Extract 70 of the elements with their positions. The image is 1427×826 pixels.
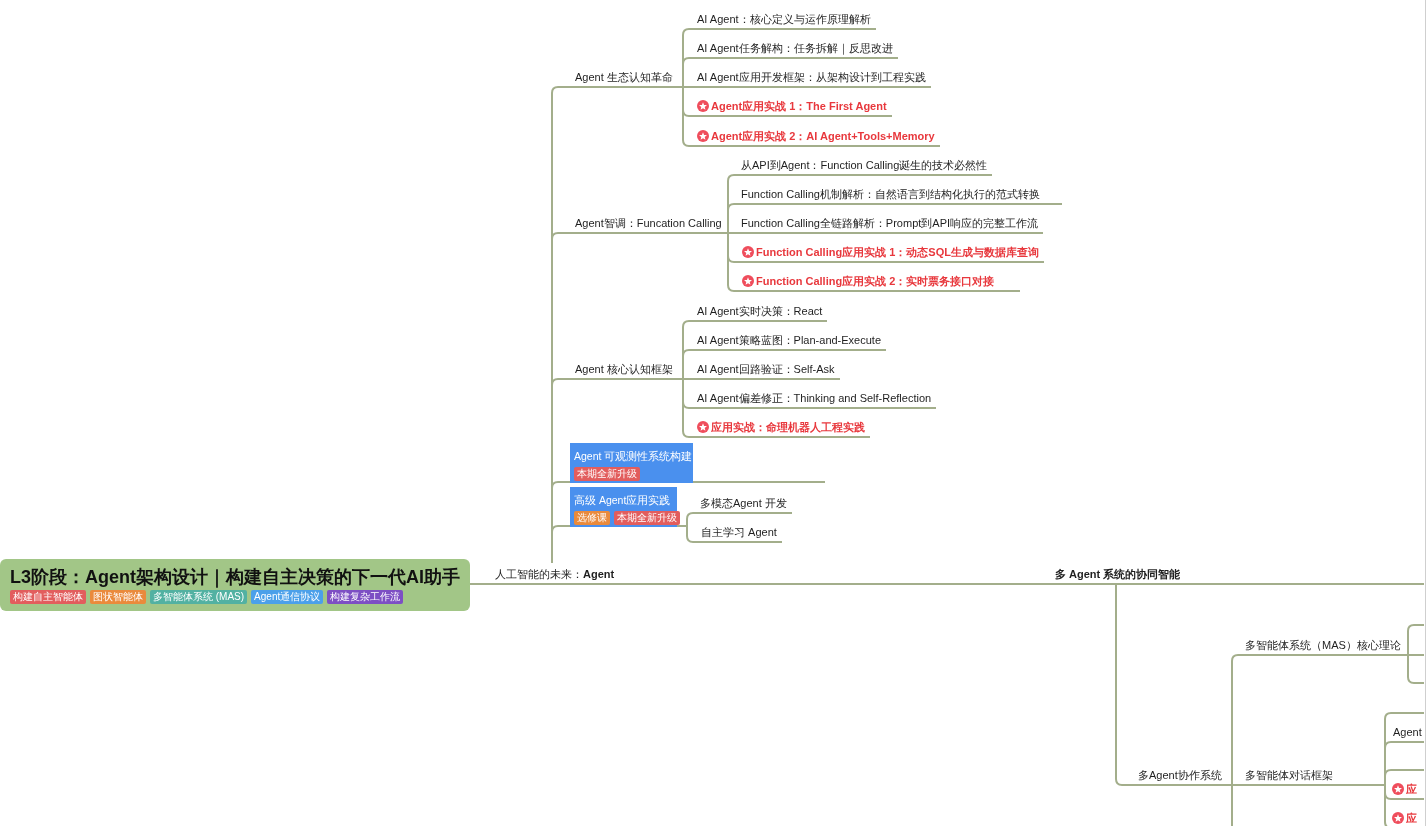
topic-text: 人工智能的未来：Agent	[495, 567, 615, 581]
topic-text: 多模态Agent 开发	[700, 496, 787, 510]
topic-text: AI Agent应用开发框架：从架构设计到工程实践	[697, 70, 926, 84]
topic-text: Agent智调：Funcation Calling	[575, 216, 722, 230]
topic-text: 多Agent协作系统	[1138, 768, 1222, 782]
root-topic-box	[0, 559, 470, 611]
topic-text: Function Calling应用实战 1：动态SQL生成与数据库查询	[756, 245, 1039, 259]
topic-text: AI Agent任务解构：任务拆解｜反思改进	[697, 41, 893, 55]
topic-underline	[690, 127, 940, 147]
connector-line	[1384, 784, 1392, 800]
connector-line	[1231, 654, 1239, 786]
topic-text: 应	[1406, 811, 1417, 825]
topic-text: Function Calling全链路解析：Prompt到API响应的完整工作流	[741, 216, 1039, 230]
topic-text: 从API到Agent：Function Calling诞生的技术必然性	[741, 158, 988, 172]
category-tag: Agent通信协议	[251, 590, 324, 604]
topic-text: Agent应用实战 1：The First Agent	[711, 99, 887, 113]
topic-text: 应用实战：命理机器人工程实践	[711, 420, 865, 434]
connector-line	[1115, 583, 1123, 786]
topic-box	[570, 443, 693, 483]
topic-text: AI Agent偏差修正：Thinking and Self-Reflection	[697, 391, 932, 405]
topic-text: Agent	[1393, 725, 1422, 739]
topic-text: Agent 核心认知框架	[575, 362, 673, 376]
topic-underline	[700, 481, 825, 483]
topic-underline	[690, 97, 892, 117]
connector-line	[1231, 784, 1233, 826]
connector-line	[726, 232, 735, 263]
category-tag: 选修课	[574, 511, 610, 525]
topic-text: AI Agent回路验证：Self-Ask	[697, 362, 835, 376]
connector-line	[681, 320, 691, 380]
topic-text: 多智能体对话框架	[1245, 768, 1333, 782]
category-tag: 图状智能体	[90, 590, 146, 604]
topic-underline	[734, 243, 1044, 263]
connector-line	[681, 378, 691, 409]
connector-line	[1231, 784, 1239, 786]
topic-text: AI Agent：核心定义与运作原理解析	[697, 12, 871, 26]
connector-line	[681, 86, 691, 117]
topic-text: AI Agent策略蓝图：Plan-and-Execute	[697, 333, 882, 347]
connector-line	[726, 232, 735, 234]
connector-line	[692, 481, 701, 483]
topic-text: AI Agent实时决策：React	[697, 304, 823, 318]
connector-line	[1384, 712, 1392, 786]
connector-line	[1407, 654, 1415, 684]
topic-text: 多 Agent 系统的协同智能	[1055, 567, 1181, 581]
connector-line	[469, 583, 489, 585]
topic-text: Agent 生态认知革命	[575, 70, 673, 84]
connector-line	[681, 378, 691, 380]
topic-box	[570, 487, 677, 527]
topic-underline	[1391, 769, 1424, 771]
topic-text: 高级 Agent应用实践	[574, 493, 671, 507]
topic-text: 多智能体系统（MAS）核心理论	[1245, 638, 1401, 652]
connector-line	[726, 174, 735, 234]
category-tag: 本期全新升级	[614, 511, 680, 525]
category-tag: 构建复杂工作流	[327, 590, 404, 604]
topic-text: Function Calling应用实战 2：实时票务接口对接	[756, 274, 995, 288]
topic-underline	[1391, 712, 1424, 714]
connector-line	[681, 86, 691, 88]
connector-line	[681, 28, 691, 88]
topic-underline	[690, 418, 870, 438]
category-tag: 构建自主智能体	[10, 590, 86, 604]
topic-text: 应	[1406, 782, 1417, 796]
connector-line	[1407, 654, 1415, 656]
category-tag: 本期全新升级	[574, 467, 640, 481]
topic-text: 自主学习 Agent	[701, 525, 777, 539]
topic-underline	[734, 272, 1020, 292]
category-tag: 多智能体系统 (MAS)	[150, 590, 248, 604]
topic-text: Agent应用实战 2：AI Agent+Tools+Memory	[711, 129, 935, 143]
topic-text: Agent 可观测性系统构建	[574, 449, 693, 463]
connector-line	[1407, 624, 1415, 656]
title-text: L3阶段：Agent架构设计｜构建自主决策的下一代AI助手	[10, 566, 460, 588]
topic-text: Function Calling机制解析：自然语言到结构化执行的范式转换	[741, 187, 1040, 201]
